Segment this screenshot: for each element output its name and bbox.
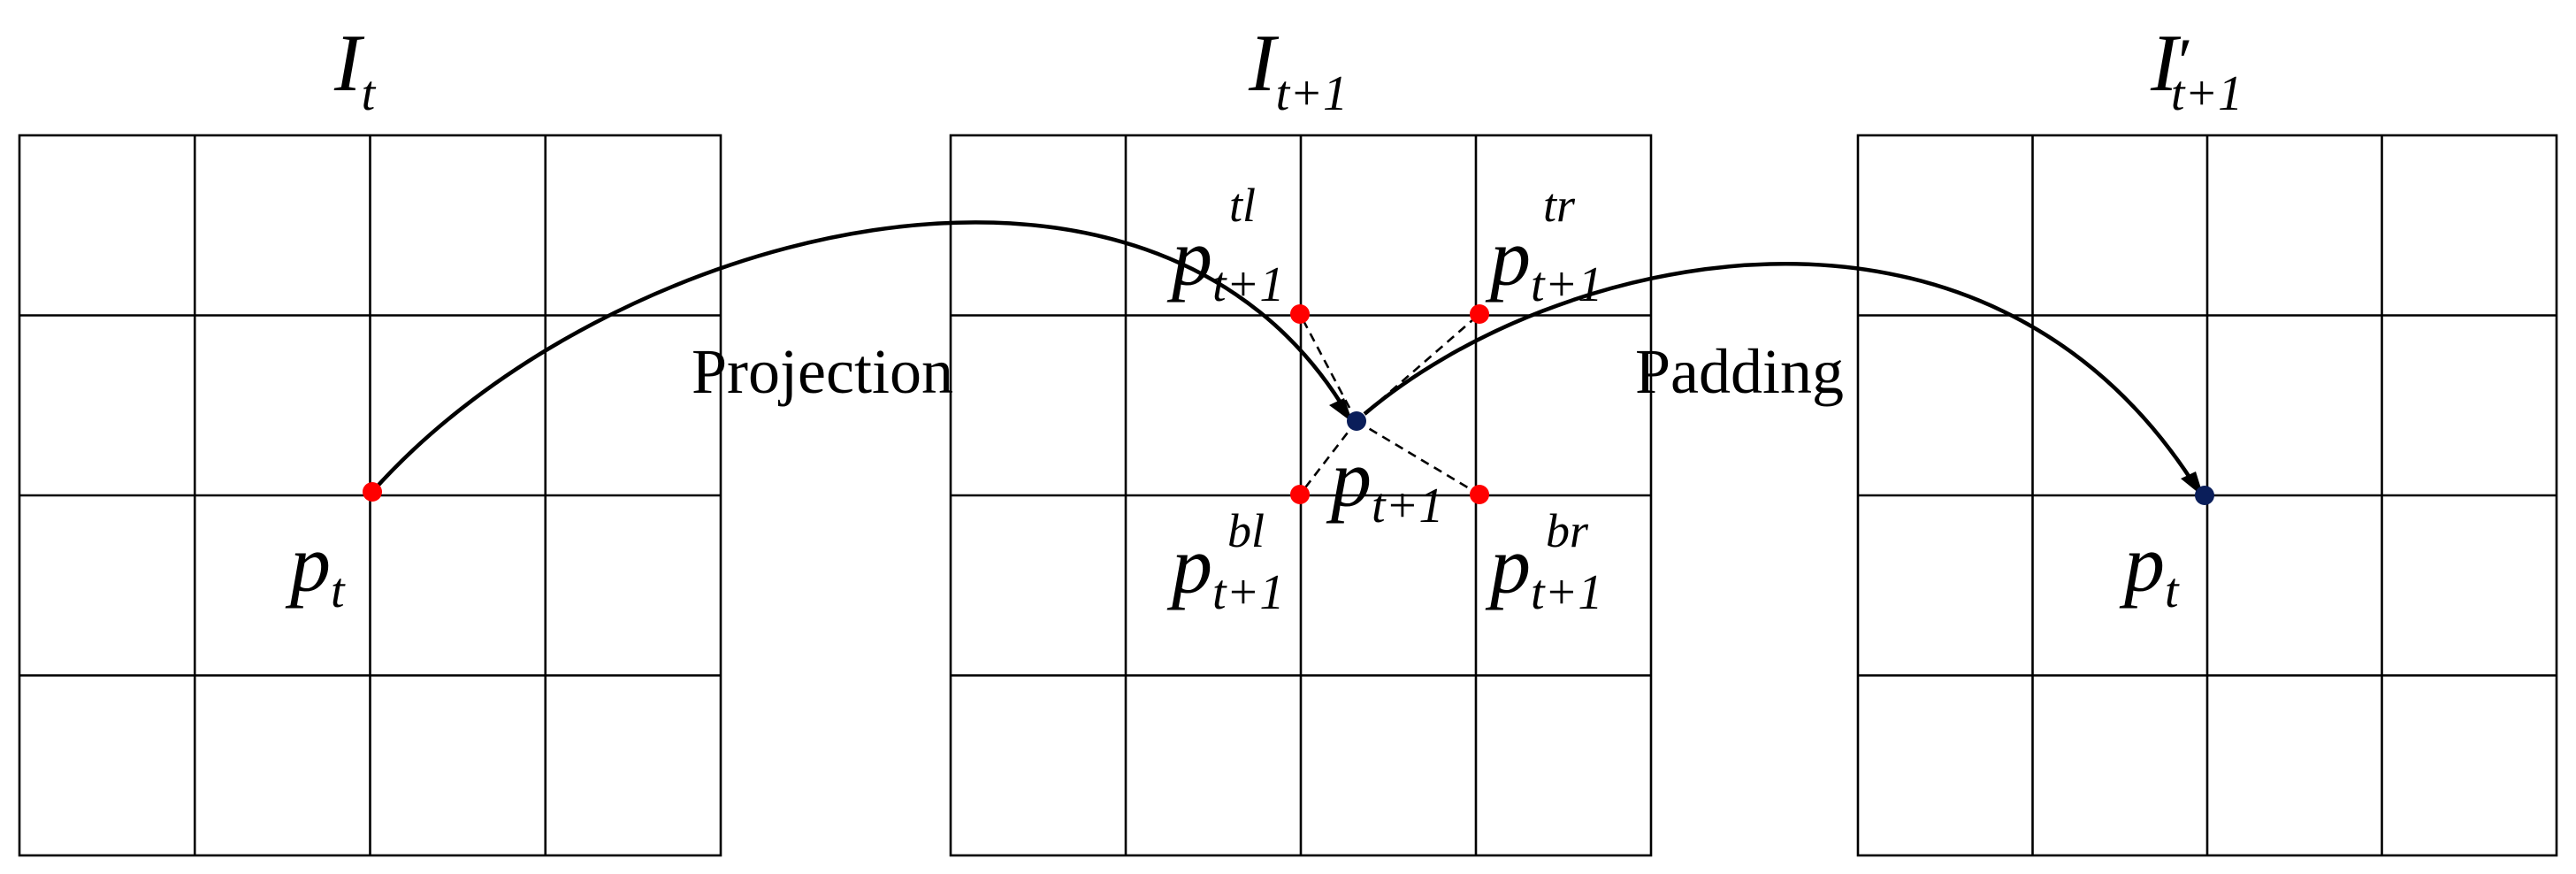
point-right-pt xyxy=(2195,486,2214,505)
point-left-pt xyxy=(363,482,382,502)
point-mid-bl xyxy=(1290,485,1310,504)
label-mid-tr-sup: tr xyxy=(1543,179,1576,232)
label-left-pt: pt xyxy=(285,518,346,618)
padding-label: Padding xyxy=(1635,336,1844,407)
dash-tl xyxy=(1298,313,1358,422)
projection-arrowhead xyxy=(1329,398,1353,423)
point-mid-tr xyxy=(1470,304,1489,324)
dash-tr xyxy=(1356,313,1480,422)
label-mid-br: pt+1 xyxy=(1485,520,1602,620)
title-right: I′t+1 xyxy=(2150,18,2243,121)
label-mid-tl: pt+1 xyxy=(1166,212,1284,312)
bilinear-dashed-lines xyxy=(1298,313,1480,496)
label-mid-tl-sup: tl xyxy=(1229,179,1256,232)
label-mid-center: pt+1 xyxy=(1326,433,1443,533)
point-mid-center xyxy=(1347,411,1366,431)
padding-arc xyxy=(1363,262,2200,493)
label-mid-tr: pt+1 xyxy=(1485,212,1602,312)
label-mid-bl: pt+1 xyxy=(1166,520,1284,620)
point-mid-tl xyxy=(1290,304,1310,324)
grid-left xyxy=(18,134,722,857)
dash-br xyxy=(1356,419,1480,496)
label-mid-bl-sup: bl xyxy=(1227,504,1265,557)
dash-bl xyxy=(1298,420,1358,495)
projection-arc xyxy=(371,220,1350,494)
label-right-pt: pt xyxy=(2119,518,2180,618)
projection-label: Projection xyxy=(692,336,953,407)
label-mid-br-sup: br xyxy=(1546,504,1589,557)
title-middle: It+1 xyxy=(1248,18,1348,121)
point-mid-br xyxy=(1470,485,1489,504)
title-left: It xyxy=(333,18,377,121)
